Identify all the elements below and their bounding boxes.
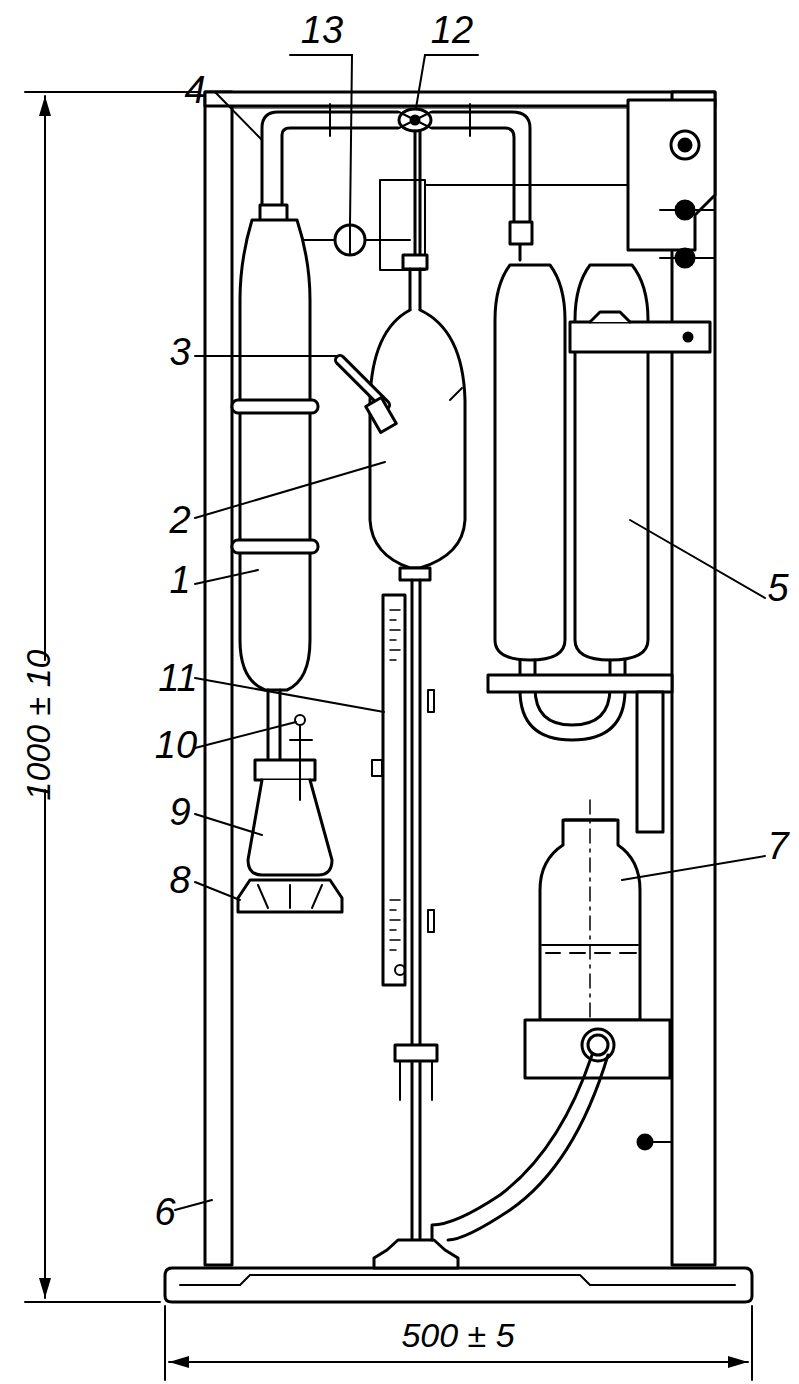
callout-number: 10 [155, 726, 197, 764]
callout-number: 4 [184, 71, 205, 109]
callout-number: 2 [169, 501, 190, 539]
callout-number: 3 [169, 333, 190, 371]
callout-number: 8 [169, 861, 190, 899]
dimension-label: 500 ± 5 [401, 1318, 514, 1352]
callout-number: 13 [301, 11, 343, 49]
dimension-label: 1000 ± 10 [21, 649, 55, 800]
callout-number: 1 [169, 561, 190, 599]
callout-number: 12 [431, 11, 473, 49]
callout-number: 9 [169, 793, 190, 831]
callout-number: 11 [158, 659, 197, 697]
callout-number: 7 [767, 827, 788, 865]
callout-number: 6 [154, 1193, 175, 1231]
callout-number: 5 [767, 569, 788, 607]
